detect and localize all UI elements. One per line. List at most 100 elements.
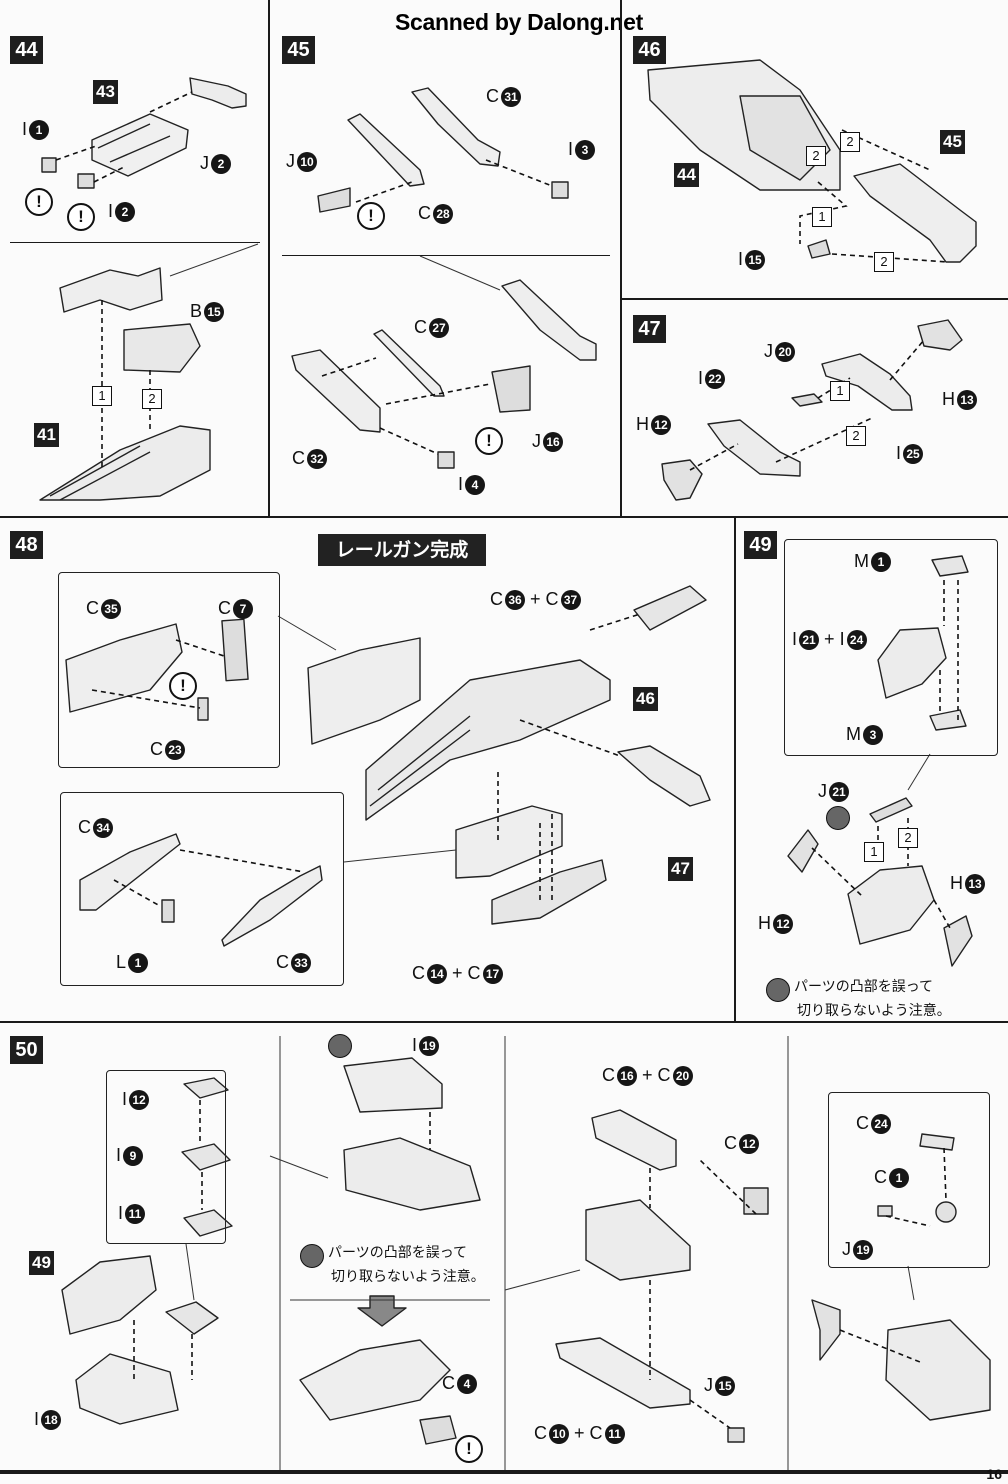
ref-43-badge: 43 bbox=[93, 80, 118, 104]
step-46-badge: 46 bbox=[633, 36, 666, 64]
ref-46-badge: 46 bbox=[633, 687, 658, 711]
cut-warning-note-50: パーツの凸部を誤って 切り取らないよう注意。 bbox=[300, 1244, 485, 1286]
ref-44-badge: 44 bbox=[674, 163, 699, 187]
page-number: 16 bbox=[986, 1466, 1002, 1482]
step-45-badge: 45 bbox=[282, 36, 315, 64]
cut-warning-icon bbox=[766, 978, 790, 1002]
railgun-complete-banner: レールガン完成 bbox=[318, 534, 486, 566]
divider-v-45-46 bbox=[620, 0, 622, 516]
cut-warning-icon bbox=[826, 806, 850, 830]
inset-48-b bbox=[60, 792, 344, 986]
order-mark: 2 bbox=[142, 389, 162, 409]
divider-h-46-47 bbox=[620, 298, 1008, 300]
order-mark: 1 bbox=[864, 842, 884, 862]
caution-icon: ! bbox=[25, 188, 53, 216]
inset-50-a bbox=[106, 1070, 226, 1244]
cut-warning-icon bbox=[300, 1244, 324, 1268]
caution-icon: ! bbox=[357, 202, 385, 230]
caution-icon: ! bbox=[169, 672, 197, 700]
cut-warning-note-49: パーツの凸部を誤って 切り取らないよう注意。 bbox=[766, 978, 951, 1020]
order-mark: 2 bbox=[874, 252, 894, 272]
order-mark: 2 bbox=[846, 426, 866, 446]
inset-50-b bbox=[828, 1092, 990, 1268]
divider-h-row1 bbox=[0, 516, 1008, 518]
step-44-badge: 44 bbox=[10, 36, 43, 64]
order-mark: 2 bbox=[898, 828, 918, 848]
step-47-badge: 47 bbox=[633, 315, 666, 343]
step-49-badge: 49 bbox=[744, 531, 777, 559]
caution-icon: ! bbox=[475, 427, 503, 455]
ref-45-badge: 45 bbox=[940, 130, 965, 154]
cut-warning-icon bbox=[328, 1034, 352, 1058]
ref-41-badge: 41 bbox=[34, 423, 59, 447]
step-50-badge: 50 bbox=[10, 1036, 43, 1064]
caution-icon: ! bbox=[455, 1435, 483, 1463]
divider-v-44-45 bbox=[268, 0, 270, 516]
divider-44-sub bbox=[10, 242, 260, 243]
step-48-badge: 48 bbox=[10, 531, 43, 559]
ref-49-badge: 49 bbox=[29, 1251, 54, 1275]
order-mark: 1 bbox=[812, 207, 832, 227]
caution-icon: ! bbox=[67, 203, 95, 231]
divider-bottom bbox=[0, 1470, 1008, 1474]
divider-45-sub bbox=[282, 255, 610, 256]
order-mark: 1 bbox=[92, 386, 112, 406]
ref-47-badge: 47 bbox=[668, 857, 693, 881]
scan-watermark: Scanned by Dalong.net bbox=[395, 9, 644, 35]
order-mark: 2 bbox=[840, 132, 860, 152]
divider-h-row2 bbox=[0, 1021, 1008, 1023]
inset-48-a bbox=[58, 572, 280, 768]
inset-49 bbox=[784, 539, 998, 756]
order-mark: 2 bbox=[806, 146, 826, 166]
divider-v-48-49 bbox=[734, 516, 736, 1022]
order-mark: 1 bbox=[830, 381, 850, 401]
